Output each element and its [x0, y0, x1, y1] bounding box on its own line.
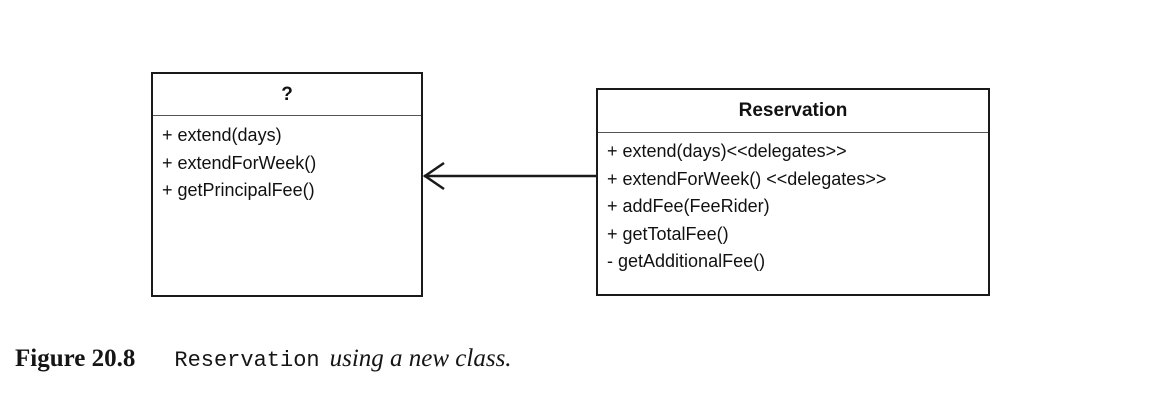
- method-add-fee: + addFee(FeeRider): [607, 196, 770, 216]
- class-members: + extend(days) + extendForWeek() + getPr…: [153, 116, 421, 205]
- method-extend-for-week: + extendForWeek(): [162, 152, 317, 173]
- arrowhead-open: [422, 161, 445, 191]
- caption-code-term: Reservation: [174, 348, 320, 373]
- caption-text: using a new class.: [329, 345, 512, 372]
- class-name: Reservation: [598, 90, 988, 133]
- method-extend-delegates: + extend(days)<<delegates>>: [607, 141, 847, 161]
- figure-caption: Figure 20.8 Reservation using a new clas…: [15, 345, 512, 385]
- method-get-total-fee: + getTotalFee(): [607, 223, 729, 244]
- class-members: + extend(days)<<delegates>> + extendForW…: [598, 133, 988, 276]
- reservation-class-box: Reservation + extend(days)<<delegates>> …: [596, 88, 990, 296]
- method-extend-for-week-delegates: + extendForWeek() <<delegates>>: [607, 168, 887, 189]
- class-name: ?: [153, 74, 421, 116]
- unknown-class-box: ? + extend(days) + extendForWeek() + get…: [151, 72, 423, 297]
- method-get-principal-fee: + getPrincipalFee(): [162, 180, 315, 200]
- figure-label: Figure 20.8: [15, 345, 136, 372]
- method-get-additional-fee: - getAdditionalFee(): [607, 251, 766, 271]
- method-extend: + extend(days): [162, 125, 282, 145]
